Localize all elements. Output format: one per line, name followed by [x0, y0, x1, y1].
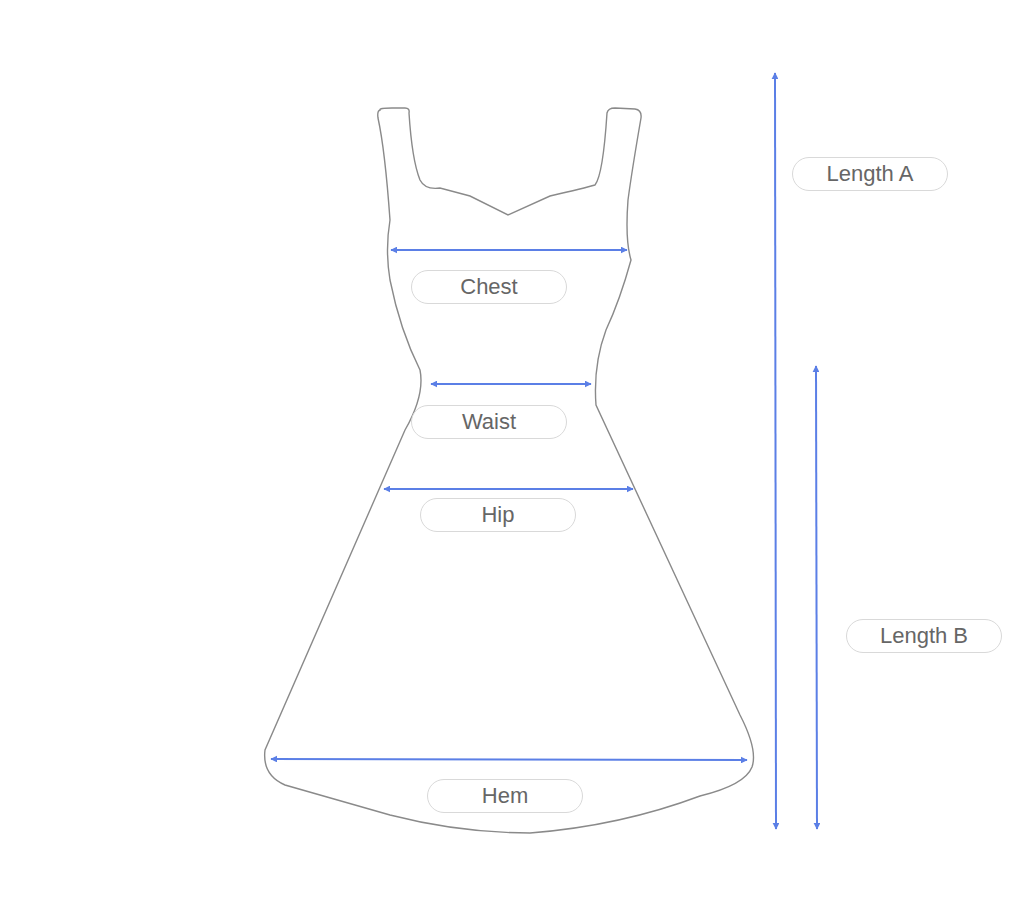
measure-text: Length B: [880, 623, 968, 649]
chest-arrow: [391, 249, 627, 251]
measure-label: Chest: [411, 270, 567, 304]
measure-text: Hip: [481, 502, 514, 528]
measure-label: Length B: [846, 619, 1002, 653]
hem-arrow: [271, 759, 747, 760]
measure-text: Hem: [482, 783, 528, 809]
length-b-arrow: [816, 366, 817, 829]
length-a-arrow: [775, 73, 776, 829]
measure-label: Hip: [420, 498, 576, 532]
dress-outline: [265, 108, 754, 833]
measure-label: Waist: [411, 405, 567, 439]
measure-label: Length A: [792, 157, 948, 191]
measure-text: Chest: [460, 274, 517, 300]
waist-arrow: [431, 383, 591, 385]
measure-label: Hem: [427, 779, 583, 813]
hip-arrow: [384, 488, 633, 490]
measure-text: Waist: [462, 409, 516, 435]
measure-text: Length A: [827, 161, 914, 187]
